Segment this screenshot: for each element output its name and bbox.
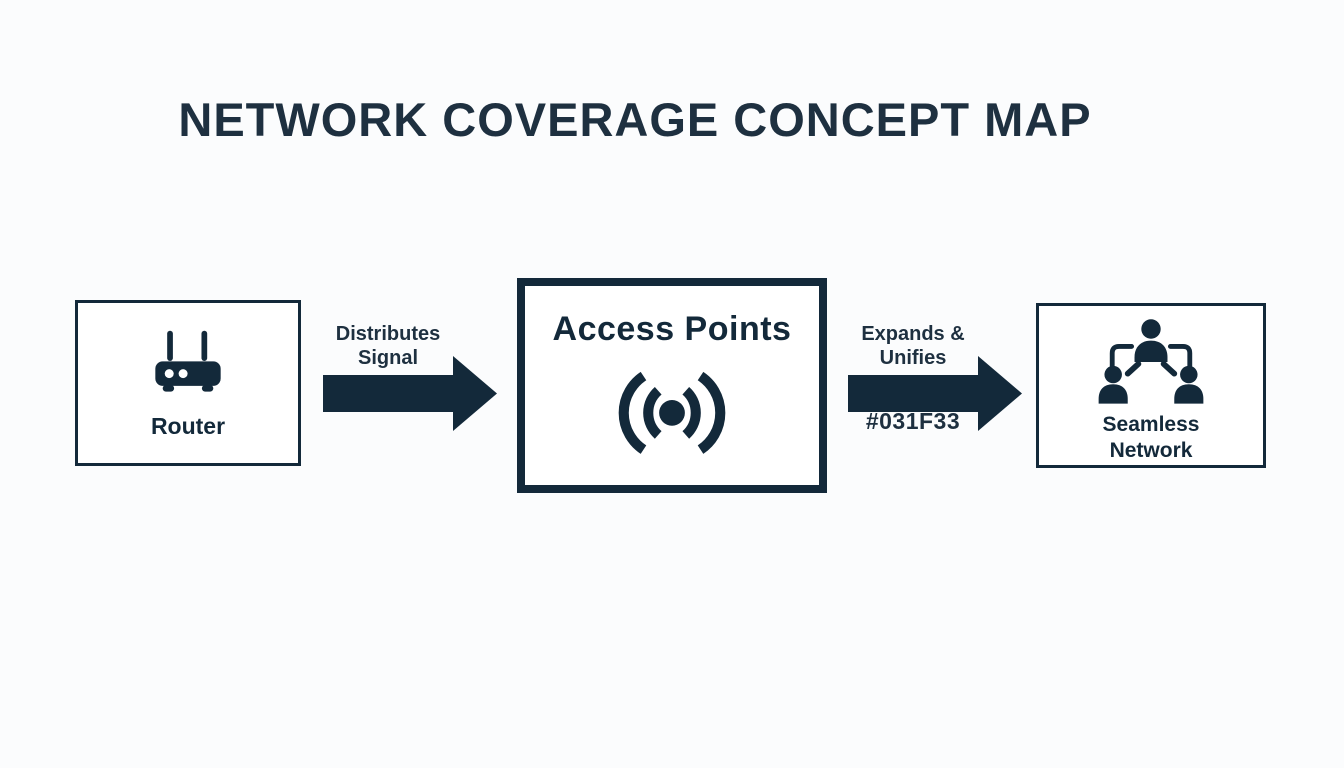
node-router: Router: [75, 300, 301, 466]
edge-label-distributes-signal: Distributes Signal: [335, 323, 441, 369]
color-code-label: #031F33: [865, 408, 961, 434]
page-title: NETWORK COVERAGE CONCEPT MAP: [178, 93, 1092, 146]
people-network-icon: [1087, 316, 1215, 406]
router-label: Router: [150, 413, 226, 440]
arrow-right-icon: [848, 355, 1022, 431]
node-access-points: Access Points: [517, 278, 827, 493]
node-seamless-network: Seamless Network: [1036, 303, 1266, 468]
access-points-title: Access Points: [552, 310, 792, 348]
router-icon: [139, 325, 237, 401]
seamless-network-label: Seamless Network: [1102, 413, 1200, 462]
edge-label-expands-unifies: Expands & Unifies: [861, 323, 965, 369]
wireless-signal-icon: [603, 365, 741, 457]
arrow-right-icon: [323, 355, 497, 431]
